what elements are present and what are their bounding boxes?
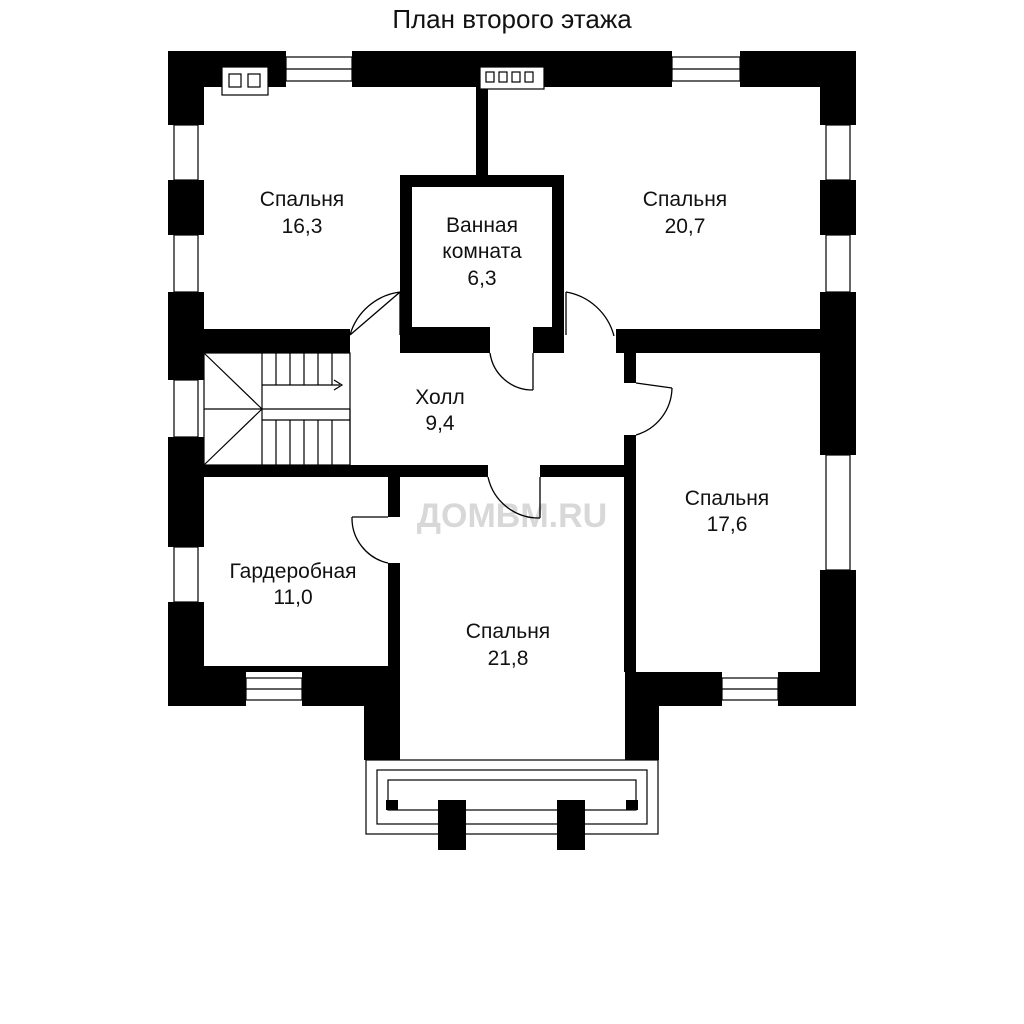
room-name: Спальня xyxy=(466,620,550,643)
plan-title: План второго этажа xyxy=(392,4,632,34)
room-area: 9,4 xyxy=(425,412,455,435)
room-name: Спальня xyxy=(260,188,344,211)
room-area: 11,0 xyxy=(273,586,312,609)
room-area: 6,3 xyxy=(467,267,496,290)
room-wardrobe: Гардеробная 11,0 xyxy=(229,560,356,609)
room-area: 20,7 xyxy=(665,215,706,238)
room-name: Спальня xyxy=(685,487,769,510)
stairs xyxy=(203,352,351,466)
bath-fixture-icon xyxy=(221,66,269,96)
room-bathroom: Ванная комната 6,3 xyxy=(442,214,522,290)
room-bedroom-right: Спальня 17,6 xyxy=(685,487,769,536)
room-bedroom-bottom: Спальня 21,8 xyxy=(466,620,550,670)
room-bedroom-top-right: Спальня 20,7 xyxy=(643,188,727,238)
walls xyxy=(168,51,856,850)
room-area: 17,6 xyxy=(707,513,748,536)
room-name: Спальня xyxy=(643,188,727,211)
room-name: Холл xyxy=(415,386,465,409)
doors xyxy=(349,291,673,564)
room-bedroom-top-left: Спальня 16,3 xyxy=(260,188,344,238)
room-area: 21,8 xyxy=(488,647,529,670)
watermark: ДОМВМ.RU xyxy=(417,497,607,535)
room-name: Ванная xyxy=(446,214,518,237)
room-area: 16,3 xyxy=(282,215,323,238)
room-hall: Холл 9,4 xyxy=(415,386,465,435)
room-name-2: комната xyxy=(442,240,522,263)
room-name: Гардеробная xyxy=(229,560,356,583)
radiator-icon xyxy=(479,66,545,90)
